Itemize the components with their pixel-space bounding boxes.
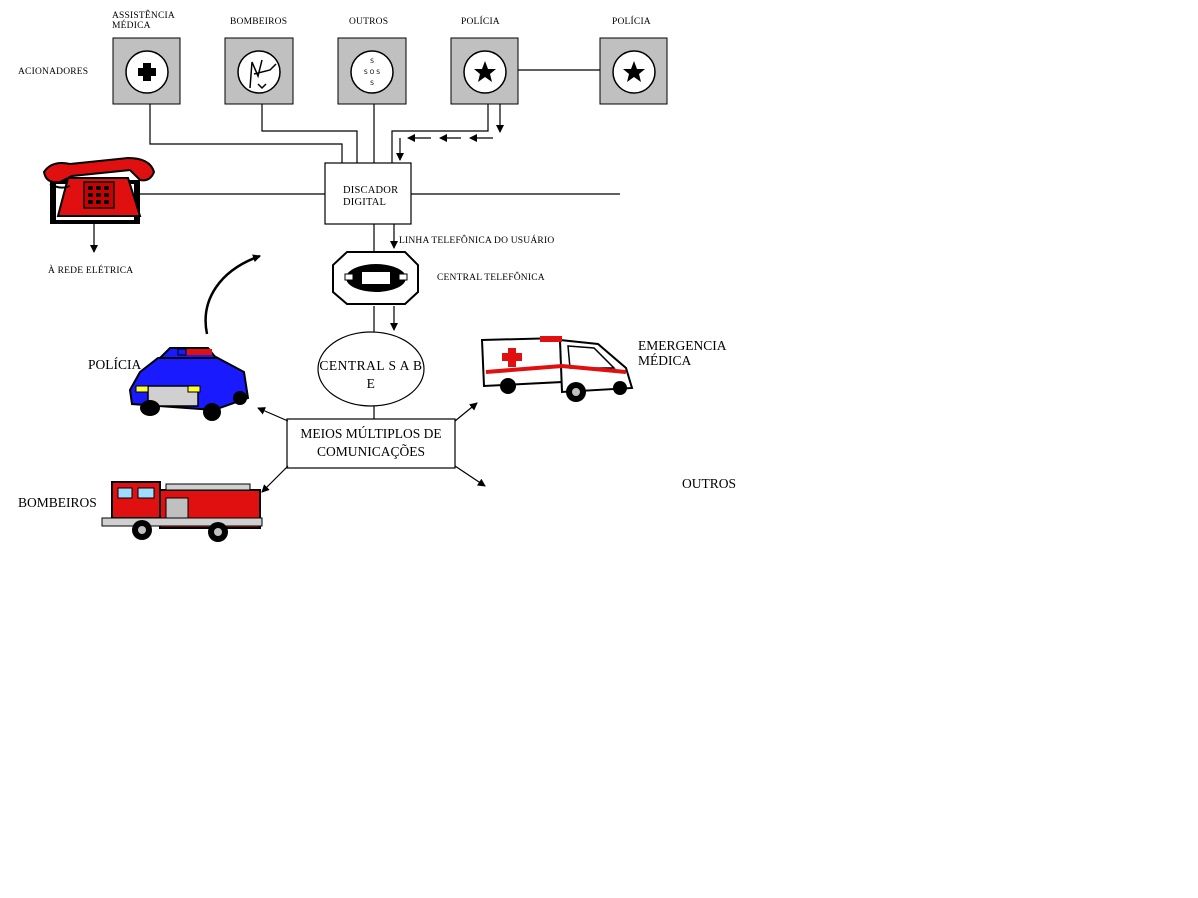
police-star-icon — [623, 61, 645, 82]
curved-return-arrow — [204, 254, 261, 335]
fire-destination-label: BOMBEIROS — [18, 495, 97, 510]
police-car-icon — [128, 347, 250, 421]
button-outros: S S O S S — [337, 37, 407, 105]
medical-destination-label: EMERGENCIA MÉDICA — [638, 338, 727, 368]
button-label-policia-1: POLÍCIA — [461, 17, 500, 27]
dispatch-arrows — [257, 402, 486, 493]
svg-text:S: S — [370, 58, 374, 65]
comms-box — [286, 418, 456, 469]
svg-text:S O S: S O S — [364, 69, 380, 76]
police-destination-label: POLÍCIA — [88, 357, 142, 372]
button-label-policia-2: POLÍCIA — [612, 17, 651, 27]
button-label-assistencia-medica: ASSISTÊNCIA MÉDICA — [112, 11, 175, 32]
button-assistencia-medica — [112, 37, 181, 105]
central-sabe-ellipse — [317, 331, 425, 407]
police-star-icon — [474, 61, 496, 82]
telephone-icon — [42, 156, 156, 224]
button-policia-1 — [450, 37, 519, 105]
dialer-label: DISCADOR DIGITAL — [343, 185, 399, 208]
triggers-label: ACIONADORES — [18, 67, 89, 77]
button-label-outros: OUTROS — [349, 17, 389, 27]
power-grid-label: À REDE ELÉTRICA — [48, 266, 134, 276]
wiring — [140, 69, 620, 419]
fire-hydrant-icon — [249, 59, 277, 90]
others-destination-label: OUTROS — [682, 476, 737, 491]
svg-text:S: S — [370, 80, 374, 87]
button-bombeiros — [224, 37, 294, 105]
button-policia-2 — [599, 37, 668, 105]
telephone-exchange-icon — [332, 251, 419, 305]
sos-icon: S S O S S — [364, 58, 380, 87]
medical-cross-icon — [138, 63, 156, 81]
user-line-label: LINHA TELEFÔNICA DO USUÁRIO — [399, 236, 555, 246]
digital-dialer-box — [324, 162, 412, 225]
exchange-label: CENTRAL TELEFÔNICA — [437, 273, 545, 283]
central-sabe-label: CENTRAL S A B E — [319, 358, 423, 391]
ambulance-icon — [480, 336, 634, 402]
button-label-bombeiros: BOMBEIROS — [230, 17, 288, 27]
fire-truck-icon — [101, 481, 263, 542]
comms-label: MEIOS MÚLTIPLOS DE COMUNICAÇÕES — [300, 426, 442, 459]
signal-arrows — [90, 104, 504, 331]
